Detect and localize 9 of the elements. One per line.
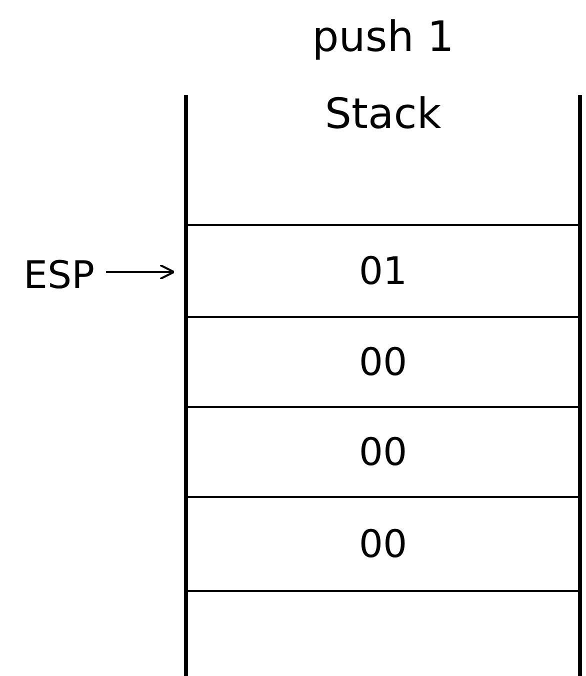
stack-slot: 00 bbox=[188, 498, 578, 590]
stack-heading: Stack bbox=[324, 89, 442, 138]
stack-slot: 00 bbox=[188, 318, 578, 408]
arrow bbox=[106, 264, 176, 280]
stack-column bbox=[184, 95, 582, 676]
stack-slot: 00 bbox=[188, 408, 578, 498]
title: push 1 bbox=[311, 12, 455, 61]
register-label: ESP bbox=[14, 252, 104, 298]
stack-slot: 01 bbox=[188, 226, 578, 318]
